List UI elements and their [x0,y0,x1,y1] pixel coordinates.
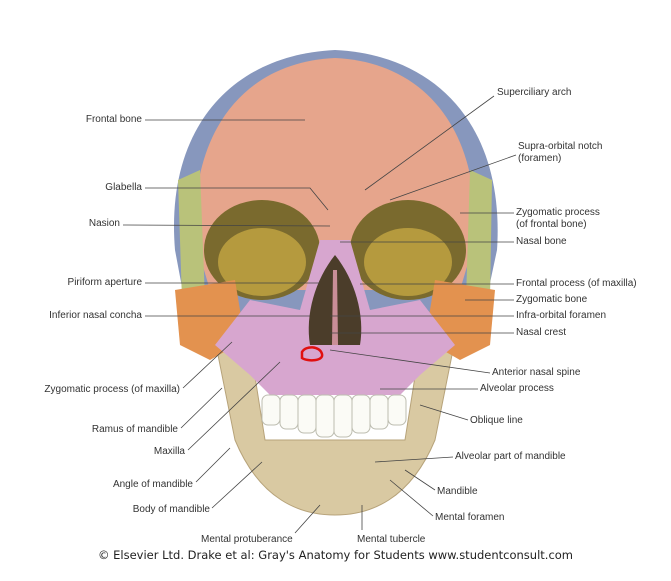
label-alveolar-part-of-mandible: Alveolar part of mandible [455,451,566,462]
label-zygomatic-process-frontal: Zygomatic process [516,207,600,218]
label-ramus-of-mandible: Ramus of mandible [91,424,178,435]
label-superciliary-arch: Superciliary arch [497,87,572,98]
label-mental-protuberance: Mental protuberance [201,534,293,545]
label-piriform-aperture: Piriform aperture [67,277,142,288]
label-supra-orbital-notch-foramen: (foramen) [518,153,562,164]
label-nasion: Nasion [88,218,120,229]
sphenoid-greater-wing-left [178,170,205,300]
label-oblique-line: Oblique line [470,415,523,426]
label-frontal-process-maxilla: Frontal process (of maxilla) [516,278,637,289]
label-anterior-nasal-spine: Anterior nasal spine [492,367,581,378]
copyright-footer: © Elsevier Ltd. Drake et al: Gray's Anat… [97,548,573,562]
label-maxilla: Maxilla [153,446,185,457]
label-frontal-bone: Frontal bone [85,114,142,125]
label-infra-orbital-foramen: Infra-orbital foramen [516,310,607,321]
label-mental-foramen: Mental foramen [435,512,505,523]
label-inferior-nasal-concha: Inferior nasal concha [49,310,142,321]
mandible-bone [214,339,456,516]
right-orbit-inner [364,228,452,296]
label-glabella: Glabella [105,182,142,193]
upper-teeth [261,394,407,438]
label-nasal-crest: Nasal crest [516,327,567,338]
label-zygomatic-process-frontal-sub: (of frontal bone) [516,219,587,230]
label-mandible: Mandible [437,486,478,497]
sphenoid-greater-wing-right [466,170,492,300]
left-orbit-inner [218,228,306,296]
label-alveolar-process: Alveolar process [480,383,554,394]
label-zygomatic-bone: Zygomatic bone [516,294,588,305]
label-nasal-bone: Nasal bone [516,236,567,247]
label-mental-tubercle: Mental tubercle [357,534,426,545]
label-angle-of-mandible: Angle of mandible [112,479,193,490]
label-supra-orbital-notch: Supra-orbital notch [518,141,603,152]
label-zygomatic-process-maxilla: Zygomatic process (of maxilla) [44,384,180,395]
leader-lines [122,95,517,534]
label-body-of-mandible: Body of mandible [132,504,210,515]
nasal-septum [332,270,338,345]
red-annotation-circle [300,346,324,362]
